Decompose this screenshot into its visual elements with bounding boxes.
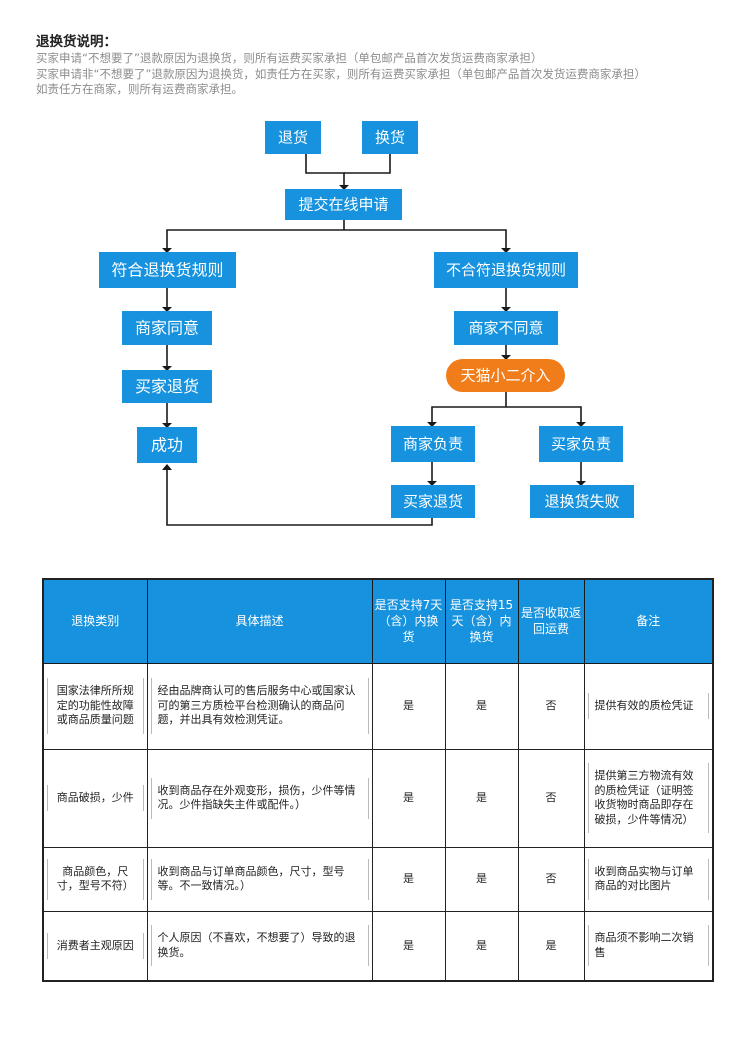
table-body: 国家法律所所规定的功能性故障或商品质量问题 经由品牌商认可的售后服务中心或国家认…	[42, 662, 714, 982]
row-seven-day: 是	[403, 790, 414, 804]
flow-connectors	[162, 154, 586, 526]
row-description: 收到商品存在外观变形，损伤，少件等情况。少件指缺失主件或配件。）	[150, 777, 369, 819]
arrow-head-merchant-liable	[427, 422, 437, 427]
arrow-head-disagree	[501, 307, 511, 312]
intro-title: 退换货说明：	[36, 34, 117, 50]
row-fifteen-day: 是	[476, 871, 487, 885]
flow-node-merchant-liable: 商家负责	[391, 426, 475, 462]
table-row: 消费者主观原因 个人原因（不喜欢，不想要了）导致的退换货。 是 是 是 商品须不…	[42, 910, 714, 982]
flow-node-return: 退货	[265, 121, 321, 154]
flow-node-submit: 提交在线申请	[285, 189, 402, 220]
header-description: 具体描述	[146, 578, 373, 664]
flow-node-merchant-agree: 商家同意	[122, 311, 212, 345]
row-return-fee: 是	[545, 938, 557, 952]
flow-node-exchange-label: 换货	[375, 129, 405, 147]
flow-node-buyer-liable-label: 买家负责	[551, 435, 611, 453]
connector-return-to-submit	[305, 154, 345, 185]
flow-node-buyer-liable: 买家负责	[539, 426, 623, 462]
intro-line-3: 如责任方在商家，则所有运费商家承担。	[36, 82, 243, 96]
return-exchange-flowchart: 退货 换货 提交在线申请 符合退换货规则 不合符退换货规则 商家同意 商家不同意…	[99, 121, 634, 526]
table-row: 国家法律所所规定的功能性故障或商品质量问题 经由品牌商认可的售后服务中心或国家认…	[42, 662, 714, 750]
flow-node-compliant: 符合退换货规则	[99, 252, 236, 288]
connector-submit-split	[166, 220, 507, 248]
flow-node-tmall-label: 天猫小二介入	[460, 367, 550, 385]
flow-node-merchant-disagree: 商家不同意	[454, 311, 558, 345]
table-row: 商品颜色，尺寸，型号不符） 收到商品与订单商品颜色，尺寸，型号等。不一致情况。）…	[42, 846, 714, 912]
row-seven-day: 是	[403, 938, 414, 952]
row-note: 提供有效的质检凭证	[587, 692, 709, 720]
intro-line-1: 买家申请“不想要了”退款原因为退换货，则所有运费买家承担（单包邮产品首次发货运费…	[36, 51, 543, 65]
row-seven-day: 是	[403, 698, 414, 712]
row-category: 国家法律所所规定的功能性故障或商品质量问题	[47, 678, 144, 734]
header-return-fee: 是否收取返回运费	[517, 578, 585, 664]
arrow-head-buyer-return-left	[162, 366, 172, 371]
connector-tmall-split	[431, 392, 582, 422]
header-category: 退换类别	[42, 578, 148, 664]
intro-line-2: 买家申请非“不想要了”退款原因为退换货，如责任方在买家，则所有运费买家承担（单包…	[36, 66, 646, 81]
header-seven-day: 是否支持7天（含）内换货	[371, 578, 446, 664]
flow-node-exchange: 换货	[362, 121, 418, 154]
flow-node-buyer-return-right-label: 买家退货	[403, 493, 463, 511]
flow-node-failed-label: 退换货失败	[544, 493, 619, 511]
flow-node-compliant-label: 符合退换货规则	[111, 261, 223, 280]
flow-node-buyer-return-left: 买家退货	[122, 370, 212, 403]
row-return-fee: 否	[545, 871, 557, 885]
row-description: 经由品牌商认可的售后服务中心或国家认可的第三方质检平台检测确认的商品问题，并出具…	[150, 678, 369, 734]
flow-node-return-label: 退货	[278, 129, 308, 147]
row-description: 收到商品与订单商品颜色，尺寸，型号等。不一致情况。）	[150, 858, 369, 900]
flow-node-failed: 退换货失败	[530, 485, 634, 518]
table-header: 退换类别 具体描述 是否支持7天（含）内换货 是否支持15天（含）内换货 是否收…	[42, 578, 714, 664]
connector-exchange-to-submit	[344, 154, 391, 174]
arrow-head-noncompliant	[501, 248, 511, 253]
header-note: 备注	[583, 578, 714, 664]
row-fifteen-day: 是	[476, 938, 487, 952]
flow-node-merchant-liable-label: 商家负责	[403, 435, 463, 453]
flow-node-success: 成功	[137, 427, 197, 463]
arrow-head-tmall	[501, 355, 511, 360]
flow-node-success-label: 成功	[151, 436, 183, 455]
row-note: 提供第三方物流有效的质检凭证（证明签收货物时商品即存在破损，少件等情况）	[587, 763, 709, 833]
row-note: 收到商品实物与订单商品的对比图片	[587, 858, 709, 900]
flow-node-buyer-return-right: 买家退货	[391, 485, 475, 518]
header-fifteen-day: 是否支持15天（含）内换货	[444, 578, 519, 664]
flow-node-merchant-agree-label: 商家同意	[135, 319, 199, 338]
row-category: 消费者主观原因	[47, 932, 144, 959]
row-return-fee: 否	[545, 698, 557, 712]
row-category: 商品颜色，尺寸，型号不符）	[47, 858, 144, 900]
arrow-head-agree	[162, 307, 172, 312]
intro-section: 退换货说明： 买家申请“不想要了”退款原因为退换货，则所有运费买家承担（单包邮产…	[36, 34, 736, 98]
return-policy-table: 退换类别 具体描述 是否支持7天（含）内换货 是否支持15天（含）内换货 是否收…	[42, 578, 714, 982]
arrow-head-buyer-return-right	[427, 481, 437, 486]
arrow-head-submit	[339, 185, 349, 190]
row-note: 商品须不影响二次销售	[587, 925, 709, 967]
flow-node-submit-label: 提交在线申请	[298, 196, 388, 214]
flow-node-noncompliant-label: 不合符退换货规则	[446, 261, 566, 279]
table-header-row: 退换类别 具体描述 是否支持7天（含）内换货 是否支持15天（含）内换货 是否收…	[42, 578, 714, 664]
row-fifteen-day: 是	[476, 790, 487, 804]
table-row: 商品破损，少件 收到商品存在外观变形，损伤，少件等情况。少件指缺失主件或配件。）…	[42, 748, 714, 848]
flow-node-noncompliant: 不合符退换货规则	[434, 252, 578, 288]
flow-node-buyer-return-left-label: 买家退货	[135, 377, 199, 396]
arrow-head-compliant	[162, 248, 172, 253]
flow-node-tmall: 天猫小二介入	[446, 359, 565, 392]
arrow-head-buyer-liable	[576, 422, 586, 427]
row-description: 个人原因（不喜欢，不想要了）导致的退换货。	[150, 925, 369, 967]
row-category: 商品破损，少件	[47, 784, 144, 812]
row-return-fee: 否	[545, 790, 557, 804]
connector-return-loop-to-success	[166, 470, 433, 526]
flow-node-merchant-disagree-label: 商家不同意	[468, 319, 543, 337]
arrow-head-success	[162, 423, 172, 428]
arrow-head-failed	[576, 481, 586, 486]
row-fifteen-day: 是	[476, 698, 487, 712]
row-seven-day: 是	[403, 871, 414, 885]
arrow-head-loop-success	[162, 464, 172, 470]
